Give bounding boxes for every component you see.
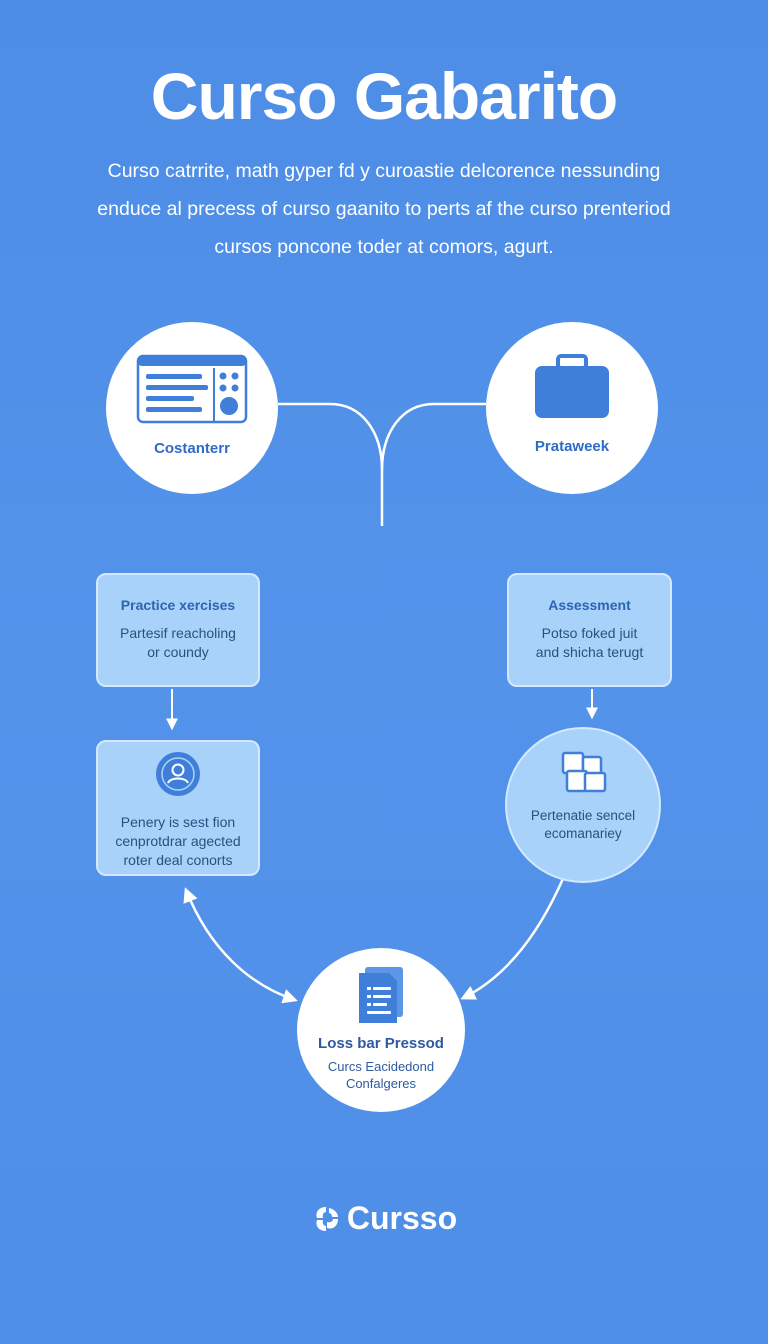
- user-badge-icon: [156, 752, 200, 796]
- card-line: roter deal conorts: [123, 852, 233, 868]
- merge-connector: [380, 402, 486, 471]
- dashboard-panel-icon: [136, 354, 248, 423]
- merge-connector: [278, 402, 384, 526]
- brand-footer: Cursso: [0, 1200, 768, 1237]
- intro-text: Curso catrrite, math gyper fd y curoasti…: [40, 152, 728, 266]
- card-line: cenprotdrar agected: [115, 833, 241, 849]
- card-line: and shicha terugt: [535, 644, 644, 660]
- page-title: Curso Gabarito: [150, 59, 618, 133]
- arrow-mentor-bottom: [183, 887, 298, 1004]
- node-body: Pertenatie sencel ecomanariey: [507, 807, 659, 843]
- personal-node: Pertenatie sencel ecomanariey: [505, 727, 661, 883]
- card-body: Penery is sest fion cenprotdrar agected …: [98, 813, 258, 870]
- stacked-squares-icon: [561, 751, 607, 793]
- card-heading: Practice xercises: [120, 597, 236, 613]
- node-label: Costanterr: [154, 439, 230, 457]
- bottom-node: Loss bar Pressod Curcs Eacidedond Confal…: [297, 948, 465, 1112]
- practice-card: Practice xercises Partesif reacholing or…: [96, 573, 260, 687]
- node-prataweek: Prataweek: [486, 322, 658, 494]
- assessment-card: Assessment Potso foked juit and shicha t…: [507, 573, 672, 687]
- node-line: ecomanariey: [544, 826, 622, 841]
- briefcase-icon: [535, 353, 609, 418]
- node-costanterr: Costanterr: [106, 322, 278, 494]
- card-line: Potso foked juit: [541, 625, 638, 641]
- node-line: Confalgeres: [345, 1075, 417, 1091]
- node-body: Curcs Eacidedond Confalgeres: [328, 1058, 434, 1092]
- intro-line: cursos poncone toder at comors, agurt.: [214, 236, 554, 258]
- card-line: or coundy: [147, 644, 209, 660]
- node-label: Prataweek: [534, 437, 610, 455]
- card-heading: Assessment: [548, 597, 631, 613]
- card-body: Potso foked juit and shicha terugt: [509, 624, 670, 662]
- intro-line: Curso catrrite, math gyper fd y curoasti…: [107, 160, 661, 182]
- mentor-card: Penery is sest fion cenprotdrar agected …: [96, 740, 260, 876]
- node-line: Pertenatie sencel: [530, 808, 636, 823]
- card-body: Partesif reacholing or coundy: [98, 624, 258, 662]
- arrow-personal-bottom: [460, 859, 573, 1000]
- brand-name: Cursso: [346, 1200, 458, 1236]
- node-label: Loss bar Pressod: [318, 1034, 444, 1052]
- cursso-logo-icon: [316, 1206, 338, 1231]
- node-line: Curcs Eacidedond: [327, 1058, 435, 1074]
- card-line: Partesif reacholing: [120, 625, 236, 641]
- card-line: Penery is sest fion: [120, 814, 236, 830]
- document-icon: [359, 966, 403, 1023]
- intro-line: enduce al precess of curso gaanito to pe…: [97, 198, 671, 220]
